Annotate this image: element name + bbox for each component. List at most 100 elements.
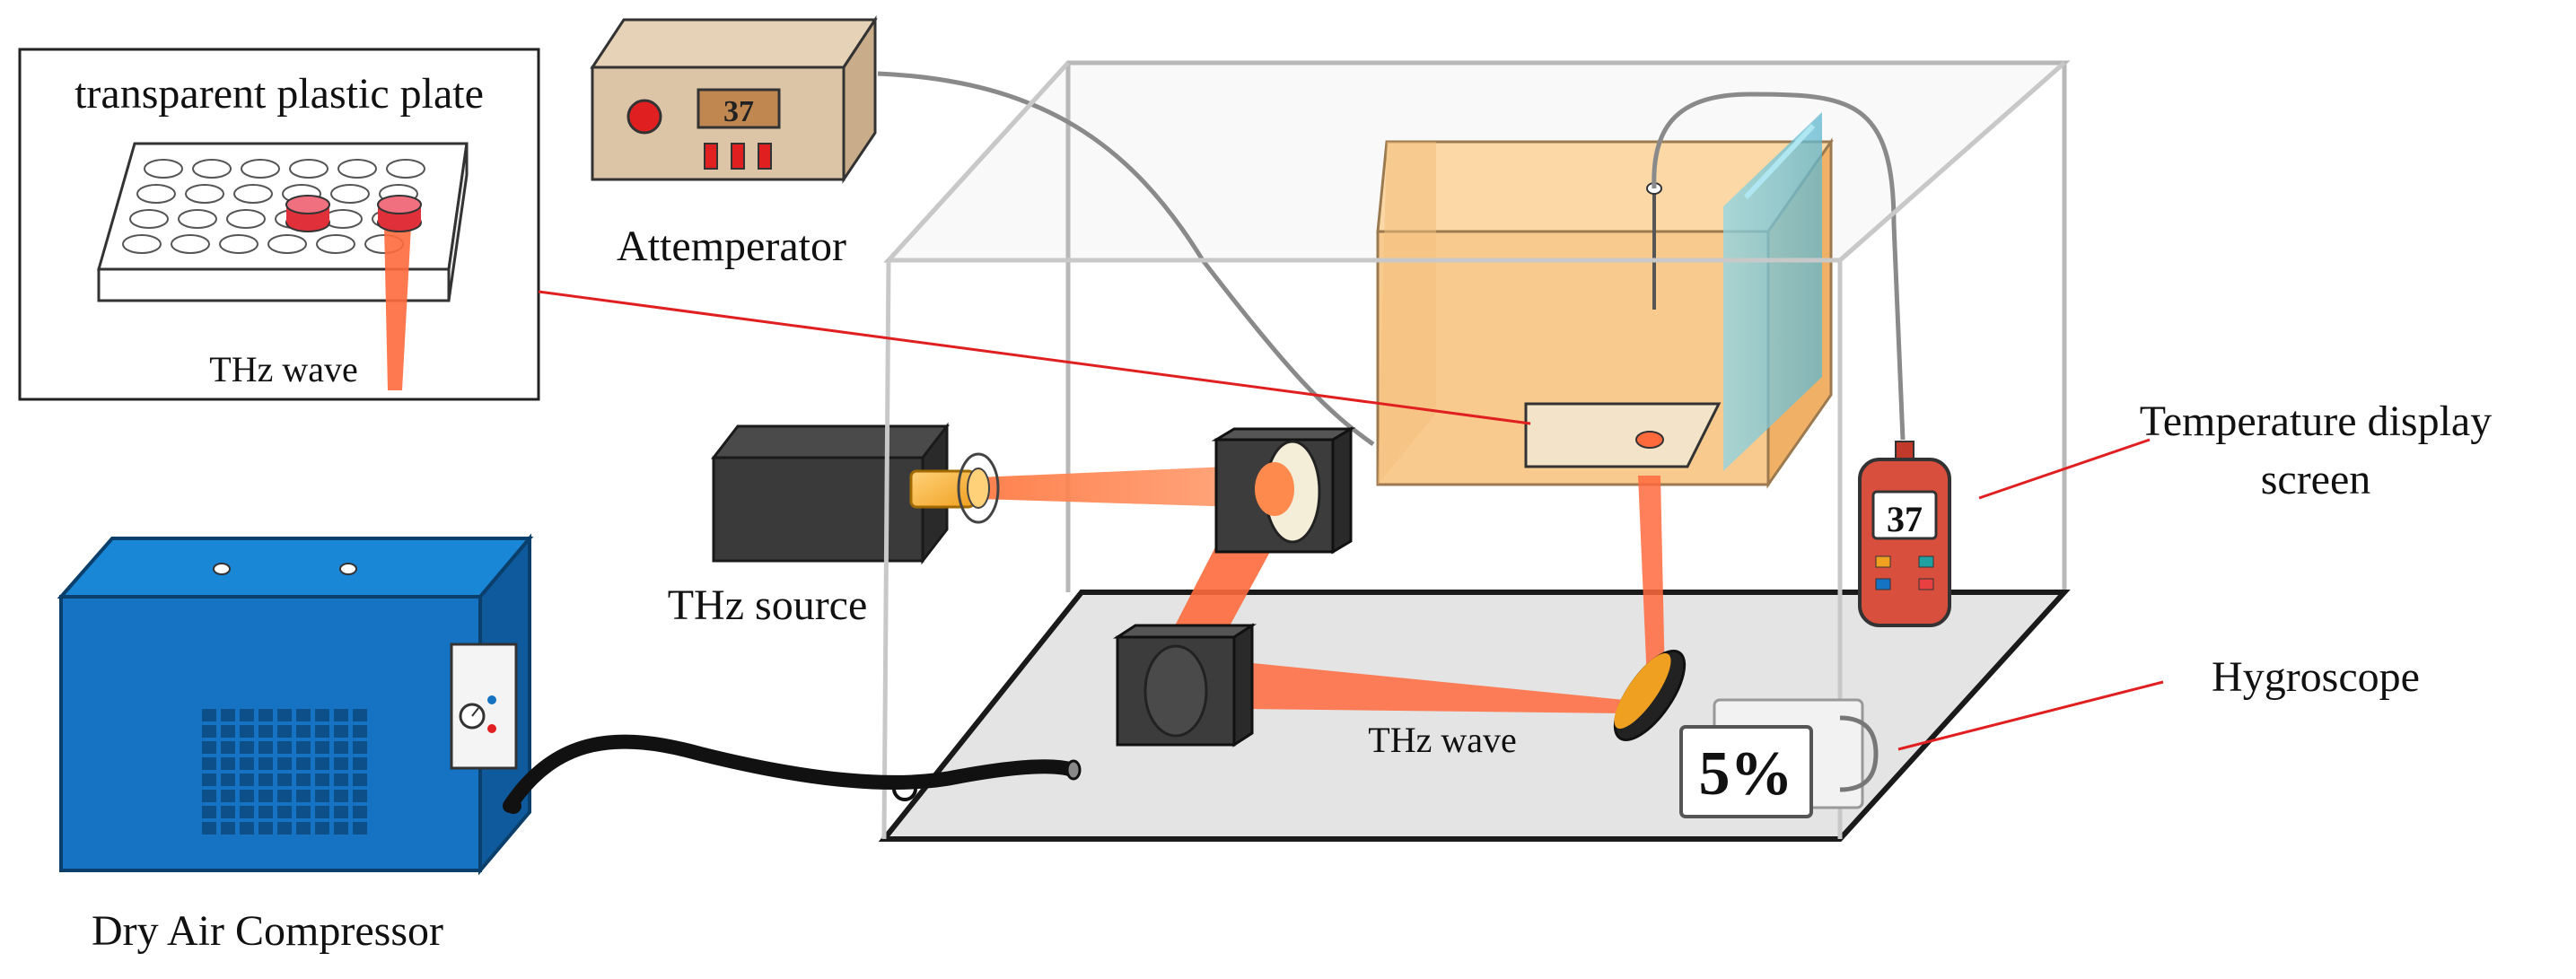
plate-well [337, 159, 377, 179]
plate-well [178, 209, 217, 229]
vent-slot [277, 725, 292, 738]
attemperator-reading: 37 [723, 95, 754, 128]
thermometer-reading: 37 [1887, 499, 1923, 539]
vent-slot [202, 709, 216, 721]
beam-mirror3-to-sample [1638, 476, 1665, 682]
temperature-display-label-line1: Temperature display [2140, 398, 2492, 445]
plate-well [136, 184, 176, 204]
attemperator-key-3 [758, 143, 772, 170]
dry-air-compressor [57, 533, 534, 876]
compressor-indicator-blue [487, 695, 496, 704]
hygroscope-reading: 5% [1699, 739, 1793, 809]
vent-slot [315, 725, 329, 738]
vent-slot [315, 757, 329, 770]
inset-thz-beam [384, 226, 411, 390]
vent-slot [277, 741, 292, 754]
plate-well [241, 159, 280, 179]
vent-slot [240, 757, 254, 770]
plate-well [289, 159, 329, 179]
vent-slot [334, 709, 348, 721]
vent-slot [221, 822, 235, 835]
vent-slot [202, 806, 216, 818]
thz-source-aperture-inner [967, 468, 990, 509]
plate-well [192, 159, 232, 179]
hygroscope-label: Hygroscope [2212, 653, 2420, 701]
attemperator-screen [697, 88, 781, 129]
vent-slot [334, 757, 348, 770]
compressor-vent-grid [202, 709, 367, 835]
vent-slot [221, 757, 235, 770]
plate-inset-title: transparent plastic plate [74, 70, 484, 118]
vent-slot [258, 806, 273, 818]
vent-slot [277, 790, 292, 802]
mirror-1-glow [1255, 462, 1294, 516]
vent-slot [221, 725, 235, 738]
chamber-floor [878, 590, 2071, 842]
vent-slot [334, 822, 348, 835]
vent-slot [258, 757, 273, 770]
sample-well-1-top [285, 195, 330, 214]
vent-slot [315, 806, 329, 818]
attemperator-key-2 [731, 143, 745, 170]
vent-slot [353, 709, 367, 721]
hygroscope-device: 5% [1679, 698, 1879, 818]
vent-slot [258, 822, 273, 835]
beam-thz-wave-label: THz wave [1368, 720, 1516, 760]
plate-well [144, 159, 183, 179]
hygroscope-stand [1839, 715, 1879, 792]
vent-slot [221, 709, 235, 721]
air-hose-grommet [892, 776, 917, 801]
thermometer-button-1 [1875, 555, 1891, 568]
vent-slot [202, 822, 216, 835]
plate-well [233, 184, 273, 204]
vent-slot [240, 725, 254, 738]
beam-source-to-mirror1 [978, 465, 1270, 508]
mirror-2-surface [1143, 644, 1208, 738]
vent-slot [315, 822, 329, 835]
leader-plate [538, 290, 1531, 425]
vent-slot [240, 790, 254, 802]
vent-slot [202, 774, 216, 786]
vent-slot [353, 822, 367, 835]
compressor-gauge-panel [450, 642, 518, 770]
vent-slot [277, 806, 292, 818]
vent-slot [353, 790, 367, 802]
mirror-1-top [1211, 427, 1356, 441]
plate-well [330, 184, 370, 204]
sample-plate [1524, 402, 1722, 468]
mirror-2-side [1232, 623, 1254, 747]
thermometer-device: 37 [1858, 441, 1951, 627]
vent-slot [258, 709, 273, 721]
thz-source-aperture [957, 452, 1000, 524]
vent-slot [240, 822, 254, 835]
sample-well-2-top [377, 195, 422, 214]
gauge-needle [471, 707, 479, 717]
vent-slot [221, 806, 235, 818]
vent-slot [258, 774, 273, 786]
vent-slot [296, 806, 311, 818]
vent-slot [277, 822, 292, 835]
thermometer-screen [1871, 490, 1938, 540]
vent-slot [277, 757, 292, 770]
thermometer-button-2 [1918, 555, 1934, 568]
thz-source [710, 422, 1000, 565]
vent-slot [240, 741, 254, 754]
thermometer-button-3 [1875, 578, 1891, 590]
vent-slot [315, 790, 329, 802]
vent-slot [315, 709, 329, 721]
plate-well [226, 209, 266, 229]
vent-slot [221, 774, 235, 786]
plate-well [267, 234, 307, 254]
vent-slot [334, 725, 348, 738]
vent-slot [221, 790, 235, 802]
probe-cable [1652, 92, 1906, 441]
vent-slot [296, 774, 311, 786]
vent-slot [277, 774, 292, 786]
vent-slot [353, 774, 367, 786]
glass-panel-edge [1743, 123, 1816, 200]
leader-hygroscope [1897, 680, 2164, 751]
attemperator-cable [877, 71, 1375, 447]
plate-well [219, 234, 258, 254]
